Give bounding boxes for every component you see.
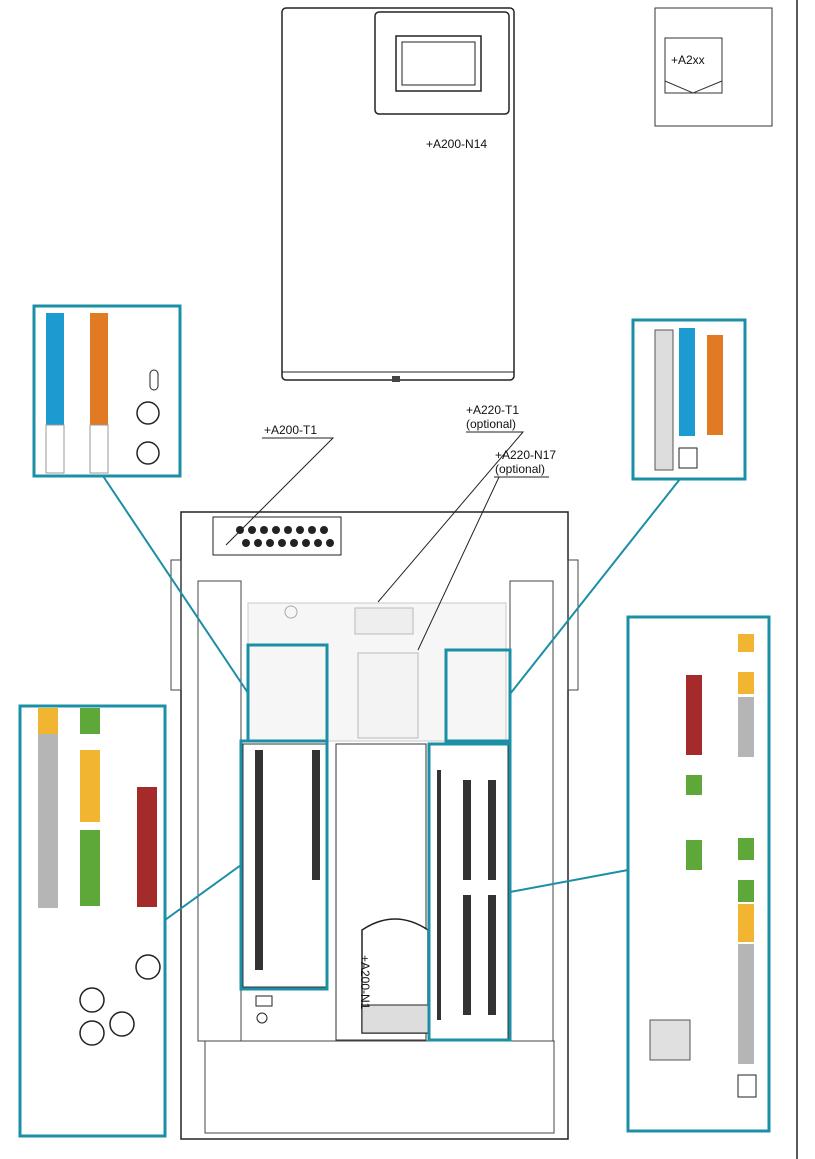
label-a200-n1: +A200-N1 xyxy=(358,955,372,1010)
label-a220-n17-optional: (optional) xyxy=(495,462,546,476)
label-a200-n14: +A200-N14 xyxy=(426,137,488,151)
bottom-right-inset xyxy=(649,634,757,1098)
label-a220-t1: +A220-T1 xyxy=(466,403,520,417)
label-a200-t1: +A200-T1 xyxy=(264,423,318,437)
bottom-left-inset xyxy=(38,708,161,1046)
label-a2xx: +A2xx xyxy=(671,53,705,67)
leader-lines xyxy=(225,431,549,651)
label-a220-t1-optional: (optional) xyxy=(466,417,517,431)
callout-lines xyxy=(102,475,681,921)
a2xx-symbol xyxy=(654,7,773,127)
a200-n14-controller xyxy=(281,7,515,382)
main-cabinet xyxy=(170,511,579,1140)
callout-frames xyxy=(18,304,771,1138)
top-left-inset xyxy=(45,313,160,474)
label-a220-n17: +A220-N17 xyxy=(495,448,557,462)
top-right-inset xyxy=(654,328,723,471)
